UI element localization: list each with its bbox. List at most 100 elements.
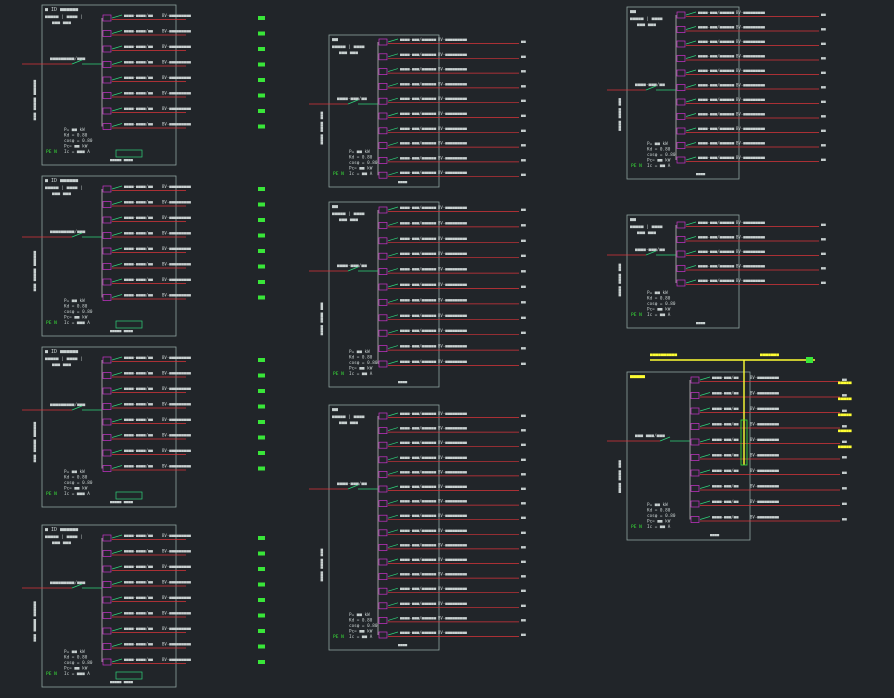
circuit-row: ■■■■-■■■/■■BV-■■■■■■■■■■■ [690,437,847,446]
circuit-label: ■■■■-■■■/■■■■■■ [400,586,437,591]
panel-title: ■■ [332,407,338,413]
circuit-label: ■■■■-■■■■/■■ [124,595,153,600]
breaker-switch [387,157,399,161]
breaker-box [102,76,112,84]
cable-spec-label: BV-■■■■■■■■■ [438,67,467,72]
circuit-row: ■■■■-■■■■/■■BV-■■■■■■■■■ [102,106,265,115]
breaker-box [378,529,388,537]
load-label: ■■ [842,517,847,522]
breaker-box [378,544,388,551]
incomer-breaker-label: ■■■■-■■■/■■ [337,96,367,102]
breaker-switch [111,216,123,221]
incomer-breaker-label: ■■■■-■■■/■■ [337,263,367,269]
cable-spec-label: BV-■■■■■■■■■ [438,586,467,591]
incomer-switch [347,266,359,272]
breaker-switch [699,500,711,505]
panel-title: ■■ [332,37,338,43]
breaker-switch [111,123,123,127]
circuit-row: ■■■■-■■■/■■■■■■BV-■■■■■■■■■■■ [676,220,826,229]
cable-spec-label: BV-■■■■■■■■■ [750,422,779,427]
circuit-label: ■■■■-■■■■/■■ [124,44,153,49]
spd-label: ■■■■ [710,532,720,537]
incomer-breaker-label: ■■■■■■■■■/■■■ [50,402,86,408]
circuit-label: ■■■■-■■■/■■■■■■ [698,39,735,44]
cable-spec-label: BV-■■■■■■■■■ [438,328,467,333]
load-label: ■■ [821,222,826,227]
circuit-label: ■■■■-■■■■/■■ [124,246,153,251]
circuit-label: ■■■■-■■■/■■■■■■ [400,359,437,364]
load-label: ■■ [521,361,526,366]
load-label: ■■ [521,617,526,622]
cable-spec-label: BV-■■■■■■■■■ [162,60,191,65]
breaker-switch [685,84,697,88]
cable-spec-label: BV-■■■■■■■■■ [736,112,765,117]
circuit-label: ■■■■-■■■/■■■■■■ [400,220,437,225]
circuit-row: ■■■■-■■■■/■■BV-■■■■■■■■■ [102,433,265,441]
circuit-label: ■■■■-■■■/■■■■■■ [400,170,437,175]
circuit-row: ■■■■-■■■■/■■BV-■■■■■■■■■ [102,642,265,650]
circuit-row: ■■■■-■■■/■■■■■■BV-■■■■■■■■■■■ [378,81,526,90]
breaker-box [378,222,388,229]
spd-box [115,149,143,158]
circuit-label: ■■■■-■■■/■■■■■■ [400,126,437,131]
cable-spec-label: BV-■■■■■■■■■ [162,433,191,438]
cable-spec-label: BV-■■■■■■■■■ [438,484,467,489]
cable-spec-label: BV-■■■■■■■■■ [162,642,191,647]
breaker-switch [387,53,399,58]
circuit-row: ■■■■-■■■/■■■■■■BV-■■■■■■■■■■■ [378,205,526,214]
circuit-row: ■■■■-■■■/■■■■■■BV-■■■■■■■■■■■ [378,344,526,352]
circuit-row: ■■■■-■■■/■■BV-■■■■■■■■■■■ [690,406,847,415]
cable-spec-label: BV-■■■■■■■■■ [162,246,191,251]
cable-spec-label: BV-■■■■■■■■■ [438,499,467,504]
breaker-box [102,61,112,68]
breaker-box [102,185,112,193]
cable-spec-label: BV-■■■■■■■■■ [438,37,467,42]
circuit-row: ■■■■-■■■/■■■■■■BV-■■■■■■■■■■■ [378,155,526,164]
panel-header-line: ■■■ ■■■ [52,192,71,197]
breaker-switch [111,278,123,283]
spd-label: ■■■■■ ■■■■ [110,499,134,504]
breaker-box [378,471,388,478]
load-tag [258,187,265,191]
load-label: ■■ [821,251,826,256]
breaker-box [102,434,112,441]
panel-title: ■ ID ■■■■■■ [45,527,78,533]
circuit-row: ■■■■-■■■/■■■■■■BV-■■■■■■■■■■■ [378,267,526,275]
circuit-label: ■■■■-■■■/■■ [712,406,739,411]
breaker-switch [111,92,123,96]
load-tag [258,373,265,378]
circuit-label: ■■■■-■■■/■■■■■■ [400,513,437,518]
breaker-box [378,237,388,245]
panel-vertical-label: ■■■ ■■■■■ ■■■■■■ [32,601,37,642]
incomer-switch [347,484,359,490]
circuit-row: ■■■■-■■■/■■■■■■BV-■■■■■■■■■■■ [378,455,526,464]
summary-line: cosφ = 0.80 [64,480,93,486]
summary-line: Pc= ■■ kW [647,519,671,525]
circuit-label: ■■■■-■■■/■■■■■■ [400,411,437,416]
load-label: ■■ [521,207,526,212]
circuit-row: ■■■■-■■■/■■BV-■■■■■■■■■■■ [690,515,847,523]
cable-spec-label: BV-■■■■■■■■■ [162,355,191,360]
cable-spec-label: BV-■■■■■■■■■ [162,657,191,662]
load-label: ■■ [521,574,526,579]
breaker-switch [387,500,399,504]
cable-spec-label: BV-■■■■■■■■■ [750,468,779,473]
circuit-row: ■■■■-■■■/■■■■■■BV-■■■■■■■■■■■ [378,67,526,75]
summary-line: P= ■■ kW [64,298,85,304]
circuit-label: ■■■■-■■■■/■■ [124,464,153,469]
circuit-row: ■■■■-■■■/■■■■■■BV-■■■■■■■■■■■ [378,499,526,507]
panel-header-line: ■■■■■ | ■■■■ | [45,356,83,362]
summary-line: Pc= ■■ kW [349,629,373,635]
load-label: ■■ [821,280,826,285]
circuit-row: ■■■■-■■■■/■■BV-■■■■■■■■■ [102,417,265,426]
pe-marker: PE N [46,149,57,155]
load-tag [258,536,265,540]
summary-line: cosφ = 0.80 [349,360,378,366]
breaker-box [676,279,686,287]
breaker-box [102,278,112,286]
breaker-box [378,142,388,149]
load-label: ■■ [521,222,526,227]
circuit-row: ■■■■-■■■■/■■BV-■■■■■■■■■ [102,549,265,557]
breaker-box [102,418,112,426]
load-highlight-label: ■■■■■ [838,429,852,434]
